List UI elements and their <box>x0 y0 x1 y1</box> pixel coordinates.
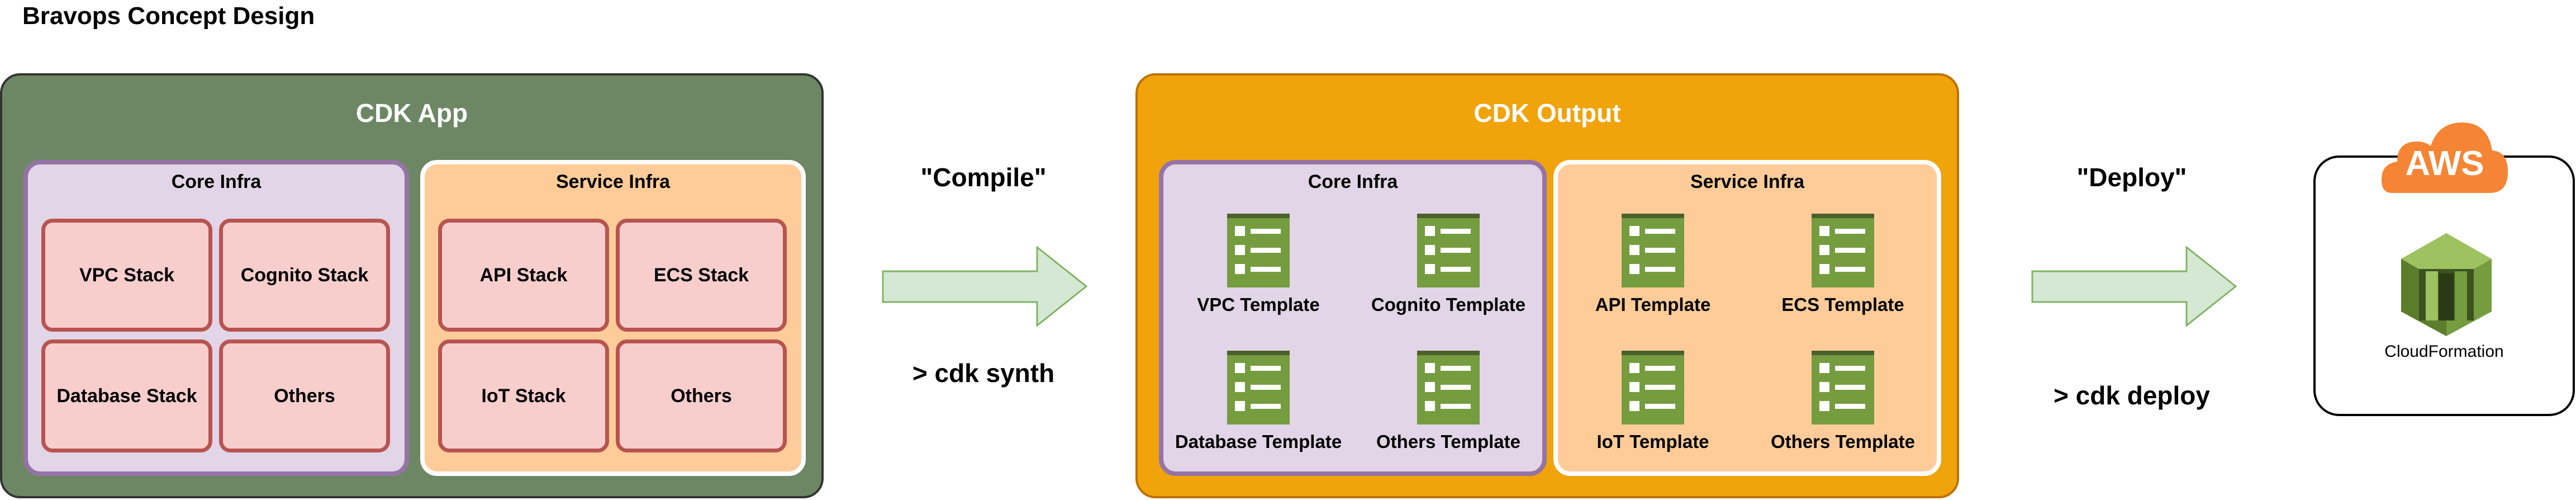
compile-arrow <box>882 246 1088 327</box>
others-template: Others Template <box>1748 351 1938 452</box>
cdk-app-container: CDK App Core Infra VPC Stack Cognito Sta… <box>0 73 824 498</box>
others-stack: Others <box>219 339 390 452</box>
cdk-output-service-infra: Service Infra API Template ECS Template <box>1553 160 1941 476</box>
core-infra-title: Core Infra <box>1308 171 1398 192</box>
deploy-label: "Deploy" <box>2076 163 2187 192</box>
cdk-deploy-command: > cdk deploy <box>2054 381 2210 410</box>
template-document-icon <box>1417 214 1480 287</box>
service-infra-title: Service Infra <box>555 171 671 192</box>
template-label: API Template <box>1595 294 1711 315</box>
cloudformation-icon <box>2401 233 2492 336</box>
database-template: Database Template <box>1163 351 1353 452</box>
page-title: Bravops Concept Design <box>22 2 315 30</box>
deploy-arrow <box>2031 246 2237 327</box>
cognito-stack: Cognito Stack <box>219 219 390 332</box>
aws-label: AWS <box>2405 144 2484 183</box>
database-stack: Database Stack <box>41 339 212 452</box>
cdk-output-title: CDK Output <box>1474 98 1621 128</box>
template-label: Cognito Template <box>1371 294 1526 315</box>
cloudformation-label: CloudFormation <box>2384 342 2504 361</box>
api-stack: API Stack <box>438 219 609 332</box>
template-document-icon <box>1812 351 1874 424</box>
others-template: Others Template <box>1353 351 1543 452</box>
template-label: Others Template <box>1376 431 1520 452</box>
template-document-icon <box>1812 214 1874 287</box>
aws-cloud-icon: AWS <box>2380 115 2509 199</box>
compile-label: "Compile" <box>920 163 1047 192</box>
template-label: Others Template <box>1771 431 1915 452</box>
core-infra-title: Core Infra <box>171 171 262 192</box>
cdk-output-core-infra: Core Infra VPC Template Cognito Template <box>1159 160 1547 476</box>
cdk-output-container: CDK Output Core Infra VPC Template Cogni… <box>1135 73 1959 498</box>
template-label: IoT Template <box>1596 431 1709 452</box>
iot-stack: IoT Stack <box>438 339 609 452</box>
cdk-app-core-infra: Core Infra VPC Stack Cognito Stack Datab… <box>23 160 409 476</box>
vpc-template: VPC Template <box>1163 214 1353 315</box>
api-template: API Template <box>1558 214 1748 315</box>
template-document-icon <box>1622 214 1684 287</box>
template-document-icon <box>1227 214 1290 287</box>
vpc-stack: VPC Stack <box>41 219 212 332</box>
cognito-template: Cognito Template <box>1353 214 1543 315</box>
ecs-stack: ECS Stack <box>616 219 787 332</box>
template-document-icon <box>1227 351 1290 424</box>
template-label: VPC Template <box>1197 294 1320 315</box>
template-label: Database Template <box>1175 431 1342 452</box>
template-document-icon <box>1622 351 1684 424</box>
cdk-app-title: CDK App <box>355 98 468 128</box>
template-label: ECS Template <box>1781 294 1904 315</box>
others-stack: Others <box>616 339 787 452</box>
template-document-icon <box>1417 351 1480 424</box>
cdk-app-service-infra: Service Infra API Stack ECS Stack IoT St… <box>420 160 806 476</box>
cdk-synth-command: > cdk synth <box>912 359 1055 388</box>
service-infra-title: Service Infra <box>1690 171 1805 192</box>
iot-template: IoT Template <box>1558 351 1748 452</box>
ecs-template: ECS Template <box>1748 214 1938 315</box>
